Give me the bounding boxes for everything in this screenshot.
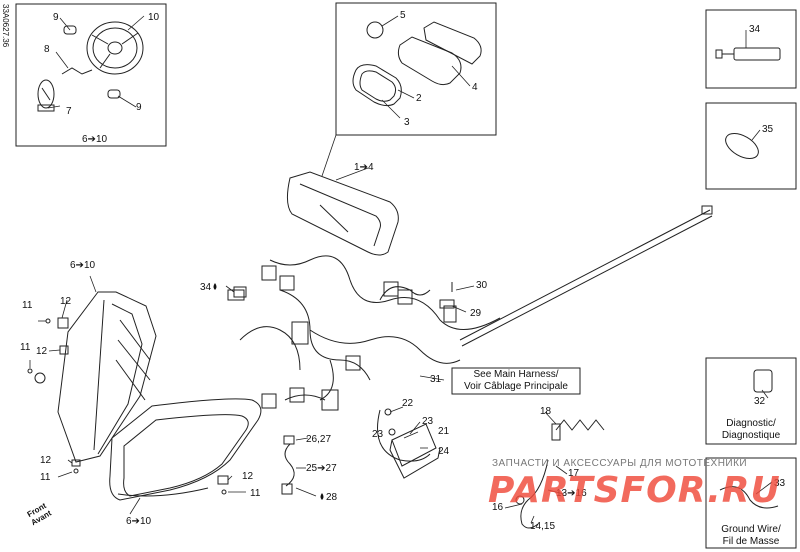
callout-31: 31 (430, 374, 442, 385)
callout-1-4: 1➔4 (354, 162, 374, 173)
wiring-harness-drawing (233, 205, 713, 462)
control-module-drawing (389, 423, 441, 479)
callout-6-10-left: 6➔10 (70, 260, 96, 271)
gauge-lens-drawing (397, 21, 482, 86)
gauge-bezel-drawing (352, 64, 402, 107)
callout-28: 28 (326, 492, 338, 503)
callout-12b: 12 (36, 346, 48, 357)
callout-16: 16 (492, 502, 504, 513)
callout-30: 30 (476, 280, 488, 291)
ground-wire-drawing (719, 486, 779, 509)
sensor-drawing (281, 435, 295, 495)
diagnostic-inset-box (705, 357, 797, 445)
reflector-drawing (86, 21, 144, 75)
callout-22: 22 (402, 398, 414, 409)
diagnostic-note-line2: Diagnostique (721, 430, 781, 441)
watermark-caption: ЗАПЧАСТИ И АКСЕССУАРЫ ДЛЯ МОТОТЕХНИКИ (492, 458, 748, 469)
ground-note-line1: Ground Wire/ (721, 524, 781, 535)
main-harness-note: See Main Harness/ Voir Câblage Principal… (452, 369, 580, 393)
callout-33: 33 (774, 478, 786, 489)
callout-32: 32 (754, 396, 766, 407)
left-headlamp-drawing (57, 291, 157, 463)
drop-markers (213, 283, 324, 500)
diagnostic-note-line1: Diagnostic/ (726, 418, 776, 429)
callout-12a: 12 (60, 296, 72, 307)
instrument-cluster-drawing (286, 171, 399, 256)
grease-tube-drawing (715, 47, 781, 61)
callout-4: 4 (472, 82, 478, 93)
callout-9a: 9 (53, 12, 59, 23)
callout-2: 2 (416, 93, 422, 104)
callout-11a: 11 (22, 300, 33, 311)
spring-clip-drawing (61, 67, 93, 75)
callout-3: 3 (404, 117, 410, 128)
callout-26-27: 26,27 (306, 434, 332, 445)
callout-12c: 12 (40, 455, 52, 466)
gauge-inset-box (335, 2, 497, 136)
callout-7: 7 (66, 106, 72, 117)
callout-11b: 11 (20, 342, 31, 353)
gauge-knob-drawing (366, 21, 384, 39)
callout-17: 17 (568, 468, 580, 479)
main-harness-note-box (451, 367, 581, 395)
diagnostic-connector-drawing (753, 369, 773, 393)
callout-34: 34 (749, 24, 761, 35)
bulb-drawing (37, 79, 55, 112)
callout-18: 18 (540, 406, 552, 417)
callout-24: 24 (438, 446, 450, 457)
connector-34-drawing (227, 289, 245, 301)
callout-14-15: 14,15 (530, 521, 556, 532)
callout-11c: 11 (40, 472, 51, 483)
main-harness-note-line2: Voir Câblage Principale (464, 381, 568, 392)
ground-note: Ground Wire/ Fil de Masse (706, 524, 796, 548)
callout-23b: 23 (422, 416, 434, 427)
callout-29: 29 (470, 308, 482, 319)
callout-13-16: 13➔16 (556, 488, 587, 499)
callout-8: 8 (44, 44, 50, 55)
oil-drop-icon-28 (320, 493, 324, 500)
clamp-drawing (725, 133, 759, 159)
callout-6-10-top: 6➔10 (82, 134, 108, 145)
ground-note-line2: Fil de Masse (722, 536, 780, 547)
coiled-cord-drawing (555, 419, 605, 431)
callout-25-27: 25➔27 (306, 463, 337, 474)
callout-11d: 11 (250, 488, 261, 499)
clamp-inset-box (705, 102, 797, 190)
callout-34b: 34 (200, 282, 212, 293)
diagram-code: 33A0627.36 (1, 4, 10, 48)
watermark-brand: PARTSFOR.RU (488, 470, 781, 511)
callout-10: 10 (148, 12, 160, 23)
main-harness-note-line1: See Main Harness/ (473, 369, 559, 380)
ground-inset-box (705, 457, 797, 549)
front-headlamp-drawing (109, 398, 262, 501)
callout-23a: 23 (372, 429, 384, 440)
headlight-bulb-inset-box (15, 3, 167, 147)
callout-35: 35 (762, 124, 774, 135)
diagnostic-note: Diagnostic/ Diagnostique (706, 418, 796, 442)
grease-inset-box (705, 9, 797, 89)
callout-5: 5 (400, 10, 406, 21)
callout-21: 21 (438, 426, 450, 437)
callout-6-10-bottom: 6➔10 (126, 516, 152, 527)
callout-9b: 9 (136, 102, 142, 113)
callout-12d: 12 (242, 471, 254, 482)
oil-drop-icon (213, 283, 217, 290)
